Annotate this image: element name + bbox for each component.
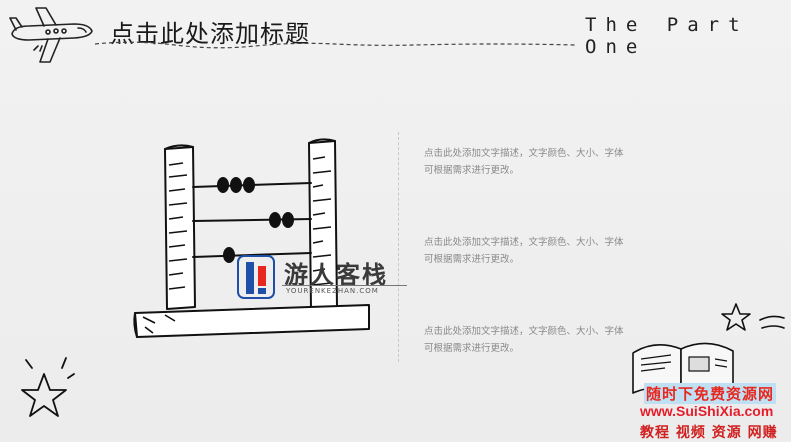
open-book-icon xyxy=(632,342,734,394)
description-text: 点击此处添加文字描述，文字颜色、大小、字体 xyxy=(424,326,624,337)
banner-line-1: 随时下免费资源网 xyxy=(644,383,777,404)
star-icon xyxy=(721,303,785,331)
dashed-divider xyxy=(398,132,399,362)
description-text: 可根据需求进行更改。 xyxy=(424,254,520,265)
airplane-icon xyxy=(9,7,93,63)
watermark-url: YOURENKEZHAN.COM xyxy=(286,287,379,295)
part-subtitle: The Part One xyxy=(585,14,749,58)
description-text: 点击此处添加文字描述，文字颜色、大小、字体 xyxy=(424,237,624,248)
page-title[interactable]: 点击此处添加标题 xyxy=(110,20,310,48)
abacus-illustration xyxy=(133,138,370,338)
banner-line-3: 教程 视频 资源 网赚 xyxy=(640,425,778,441)
description-block-3[interactable]: 点击此处添加文字描述，文字颜色、大小、字体 可根据需求进行更改。 xyxy=(424,323,654,357)
description-block-2[interactable]: 点击此处添加文字描述，文字颜色、大小、字体 可根据需求进行更改。 xyxy=(424,234,654,268)
description-text: 可根据需求进行更改。 xyxy=(424,165,520,176)
watermark-name: 游人客栈 xyxy=(284,261,388,289)
watermark-rule xyxy=(282,285,407,286)
description-text: 点击此处添加文字描述，文字颜色、大小、字体 xyxy=(424,148,624,159)
star-icon xyxy=(21,357,75,417)
description-text: 可根据需求进行更改。 xyxy=(424,343,520,354)
watermark-logo-icon xyxy=(237,255,275,299)
wavy-divider xyxy=(95,41,576,49)
banner-url[interactable]: www.SuiShiXia.com xyxy=(640,403,774,419)
description-block-1[interactable]: 点击此处添加文字描述，文字颜色、大小、字体 可根据需求进行更改。 xyxy=(424,145,654,179)
